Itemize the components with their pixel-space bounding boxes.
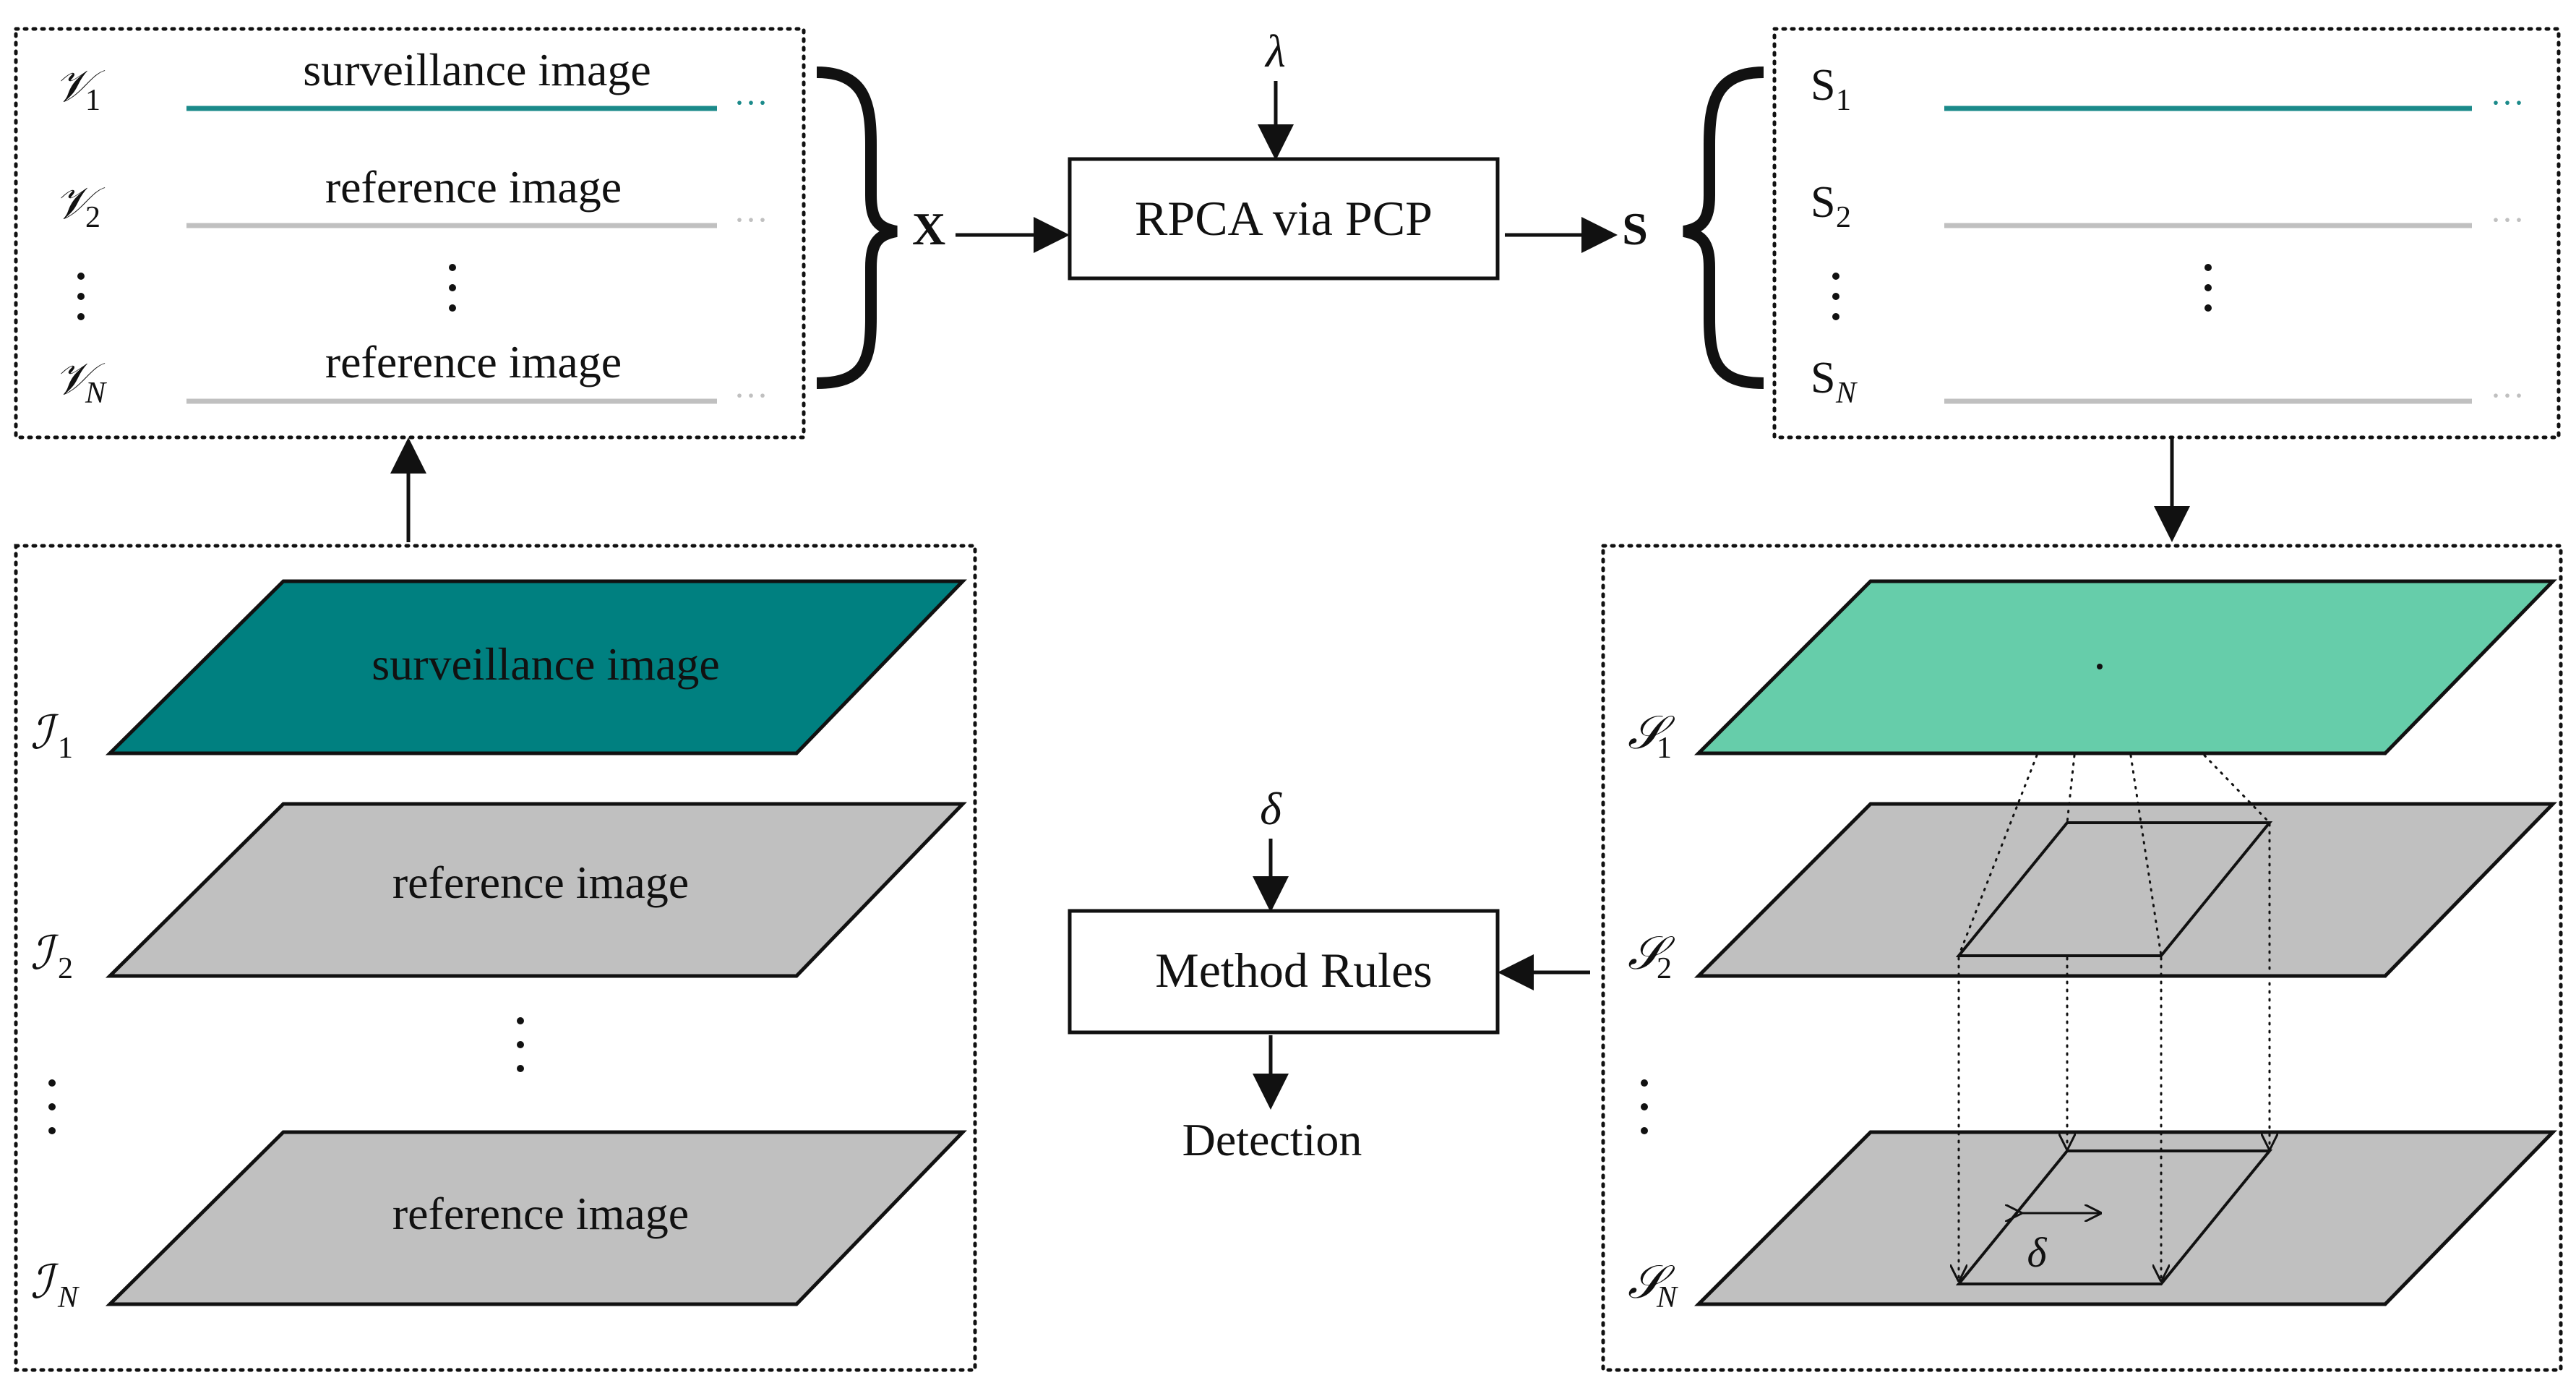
rpca-box-label: RPCA via PCP	[1135, 191, 1433, 246]
sn-window	[1955, 1149, 2273, 1285]
in-label: reference image	[392, 1188, 689, 1239]
bottom-right-vertical-ellipsis	[1641, 1079, 1648, 1134]
bottom-left-dotted-frame	[14, 544, 977, 1372]
i2-label: reference image	[392, 857, 689, 908]
i2-symbol: ℐ	[30, 928, 59, 979]
s2-symbol: S	[1811, 178, 1835, 227]
i1-layer	[105, 579, 967, 755]
s-left-brace	[1683, 67, 1764, 389]
s2-to-sn-projection-lines	[1959, 823, 2270, 1280]
sn-trailing-dots: ···	[2490, 377, 2525, 415]
i1-label: surveillance image	[372, 638, 720, 690]
sn-layer	[1693, 1130, 2557, 1306]
rpca-box: RPCA via PCP	[1068, 157, 1500, 281]
i2-layer	[105, 802, 967, 978]
s1-subscript: 1	[1836, 84, 1851, 117]
s1-layer	[1693, 579, 2557, 755]
delta-shift-label: δ	[2027, 1229, 2048, 1276]
s2-trailing-dots: ···	[2490, 201, 2525, 239]
v2-subscript: 2	[85, 201, 100, 234]
sn-symbol: S	[1811, 354, 1835, 403]
top-left-panel: 𝒱 1 surveillance image ··· 𝒱 2 reference…	[14, 27, 806, 440]
i1-subscript: 1	[58, 732, 73, 765]
sn-subscript: N	[1835, 377, 1858, 410]
bottom-left-panel: surveillance image ℐ 1 reference image ℐ…	[14, 544, 977, 1372]
i2-subscript: 2	[58, 952, 73, 985]
s1-layer-subscript: 1	[1657, 732, 1672, 765]
bottom-left-vertical-ellipsis	[48, 1017, 524, 1134]
s2-layer-subscript: 2	[1657, 952, 1672, 985]
delta-param: δ	[1260, 783, 1282, 834]
x-right-brace	[816, 67, 898, 389]
top-right-vertical-ellipsis	[1832, 264, 2212, 320]
v1-subscript: 1	[85, 84, 100, 117]
v1-trailing-dots: ···	[734, 84, 768, 122]
v2-label: reference image	[325, 161, 622, 213]
s1-symbol: S	[1811, 61, 1835, 110]
s1-trailing-dots: ···	[2490, 84, 2525, 122]
x-matrix-label: X	[912, 203, 945, 254]
i1-symbol: ℐ	[30, 707, 59, 758]
s-matrix-label: S	[1622, 203, 1648, 254]
vn-trailing-dots: ···	[734, 377, 768, 415]
bottom-right-dotted-frame	[1601, 544, 2563, 1372]
sn-layer-subscript: N	[1656, 1281, 1678, 1314]
method-rules-box: Method Rules	[1068, 909, 1500, 1035]
vn-label: reference image	[325, 336, 622, 388]
method-rules-label: Method Rules	[1155, 943, 1432, 998]
bottom-right-panel: 𝒮 1 𝒮 2 𝒮 N	[1601, 544, 2563, 1372]
s2-subscript: 2	[1836, 201, 1851, 234]
s1-to-s2-projection-lines	[1957, 754, 2271, 957]
s2-window	[1955, 821, 2273, 957]
lambda-param: λ	[1264, 25, 1286, 77]
top-left-vertical-ellipsis	[77, 264, 456, 320]
in-symbol: ℐ	[30, 1256, 59, 1308]
detection-label: Detection	[1182, 1114, 1362, 1165]
in-layer	[105, 1130, 967, 1306]
vn-subscript: N	[85, 377, 107, 410]
v2-trailing-dots: ···	[734, 201, 768, 239]
s2-layer	[1693, 802, 2557, 978]
s1-center-point	[2097, 664, 2103, 669]
top-right-panel: S 1 ··· S 2 ··· S N ···	[1772, 27, 2561, 440]
in-subscript: N	[57, 1281, 80, 1314]
v1-label: surveillance image	[303, 44, 651, 95]
top-right-dotted-frame	[1772, 27, 2561, 440]
